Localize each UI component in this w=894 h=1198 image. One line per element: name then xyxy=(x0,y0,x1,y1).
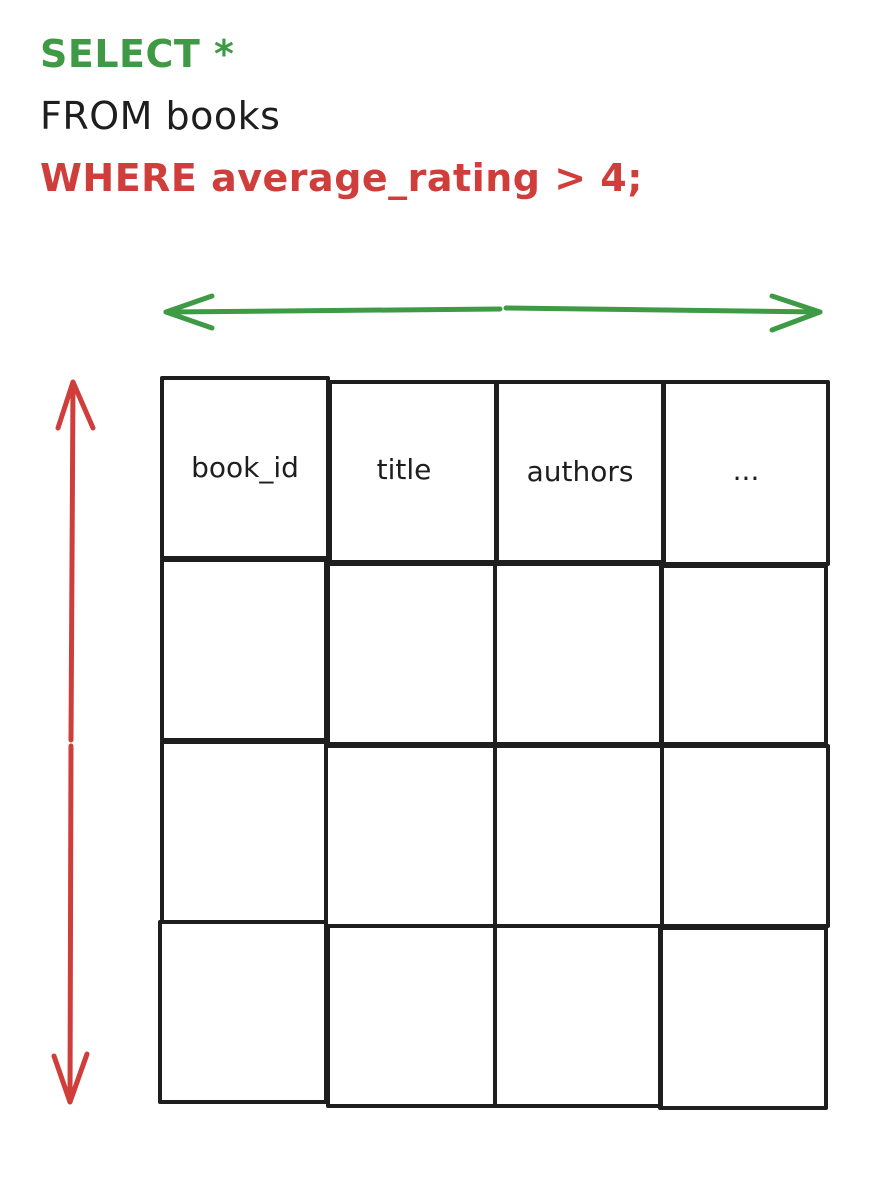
table-cell xyxy=(324,744,497,928)
table-cell xyxy=(660,744,830,928)
table-grid xyxy=(158,376,830,1110)
column-header-authors: authors xyxy=(527,455,634,488)
column-headers: book_id title authors ... xyxy=(191,451,759,488)
table-cell xyxy=(658,926,828,1110)
table-cell xyxy=(493,744,664,928)
table-cell xyxy=(493,562,663,746)
row-arrow-bottom-head xyxy=(51,1051,90,1105)
column-header-book-id: book_id xyxy=(191,451,299,484)
table-cell xyxy=(326,562,497,746)
column-header-more: ... xyxy=(733,454,760,487)
column-selection-arrow xyxy=(163,293,823,333)
column-header-title: title xyxy=(377,453,432,486)
column-arrow-left-head xyxy=(163,293,215,331)
table-cell xyxy=(160,558,328,742)
row-arrow-shaft xyxy=(67,381,76,1103)
table-cell xyxy=(158,920,328,1104)
row-arrow-top-head xyxy=(55,379,96,431)
table-cell xyxy=(160,740,328,924)
sql-where-clause: WHERE average_rating > 4; xyxy=(40,156,643,200)
column-arrow-shaft xyxy=(163,305,823,315)
sql-from-clause: FROM books xyxy=(40,94,281,138)
table-cell xyxy=(660,564,828,746)
sql-select-clause: SELECT * xyxy=(40,32,235,76)
table-cell xyxy=(493,924,663,1108)
column-arrow-right-head xyxy=(769,293,823,333)
row-filter-arrow xyxy=(51,379,96,1105)
table-cell xyxy=(326,924,497,1108)
